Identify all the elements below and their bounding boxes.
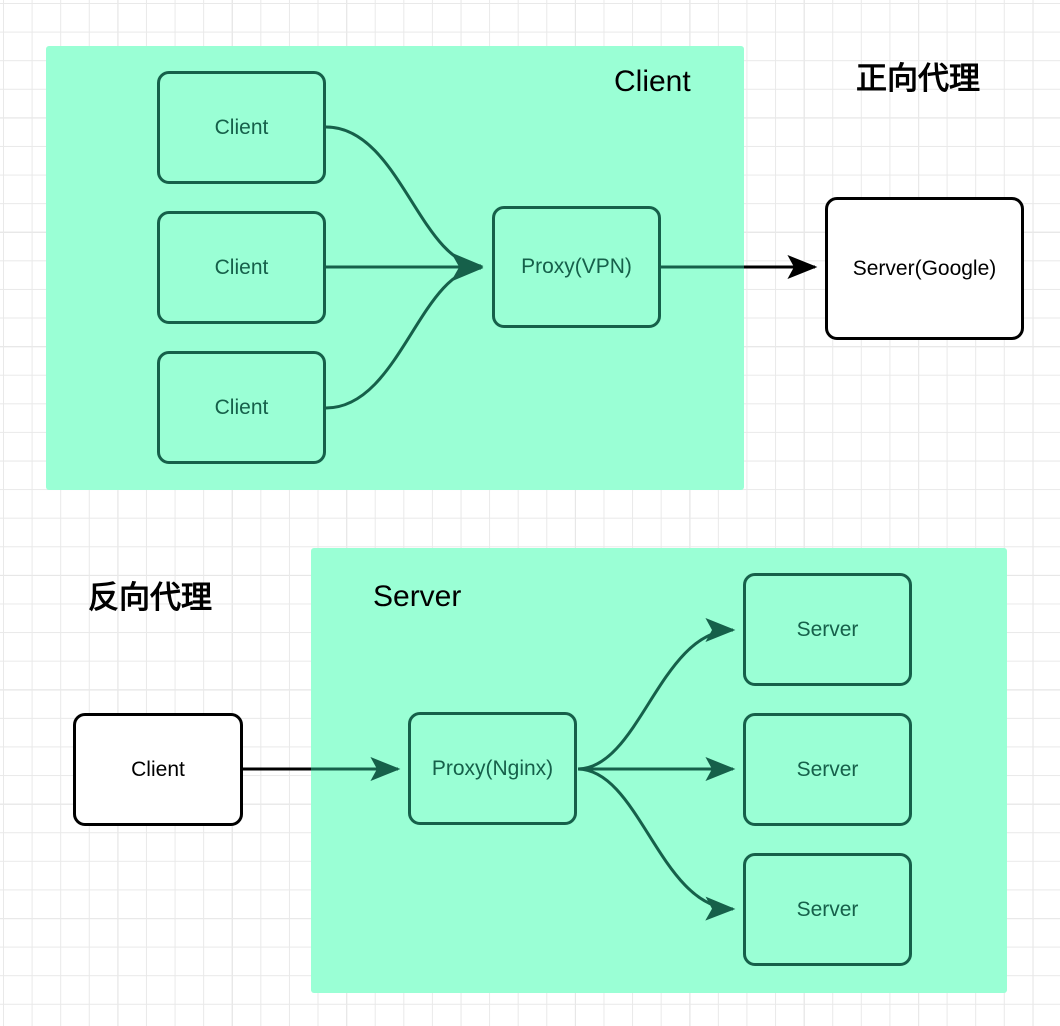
forward-proxy-section-title: 正向代理 bbox=[856, 61, 980, 97]
node-label: Server bbox=[796, 617, 859, 641]
node-label: Server bbox=[796, 757, 859, 781]
node-label: Proxy(VPN) bbox=[521, 255, 632, 279]
node-proxy-nginx[interactable]: Proxy(Nginx) bbox=[408, 712, 577, 825]
node-server-1[interactable]: Server bbox=[743, 573, 912, 686]
node-server-2[interactable]: Server bbox=[743, 713, 912, 826]
node-server-google[interactable]: Server(Google) bbox=[825, 197, 1024, 340]
reverse-proxy-group-label: Server bbox=[373, 580, 462, 613]
node-label: Client bbox=[214, 395, 269, 419]
reverse-proxy-section-title: 反向代理 bbox=[88, 580, 212, 616]
node-client-1[interactable]: Client bbox=[157, 71, 326, 184]
node-server-3[interactable]: Server bbox=[743, 853, 912, 966]
node-client-2[interactable]: Client bbox=[157, 211, 326, 324]
node-proxy-vpn[interactable]: Proxy(VPN) bbox=[492, 206, 661, 328]
forward-proxy-group-label: Client bbox=[614, 65, 691, 98]
node-label: Client bbox=[214, 115, 269, 139]
node-label: Client bbox=[131, 757, 185, 781]
node-client-3[interactable]: Client bbox=[157, 351, 326, 464]
node-label: Server(Google) bbox=[852, 256, 997, 280]
node-label: Proxy(Nginx) bbox=[431, 756, 554, 780]
node-client-external[interactable]: Client bbox=[73, 713, 243, 826]
node-label: Server bbox=[796, 897, 859, 921]
node-label: Client bbox=[214, 255, 269, 279]
